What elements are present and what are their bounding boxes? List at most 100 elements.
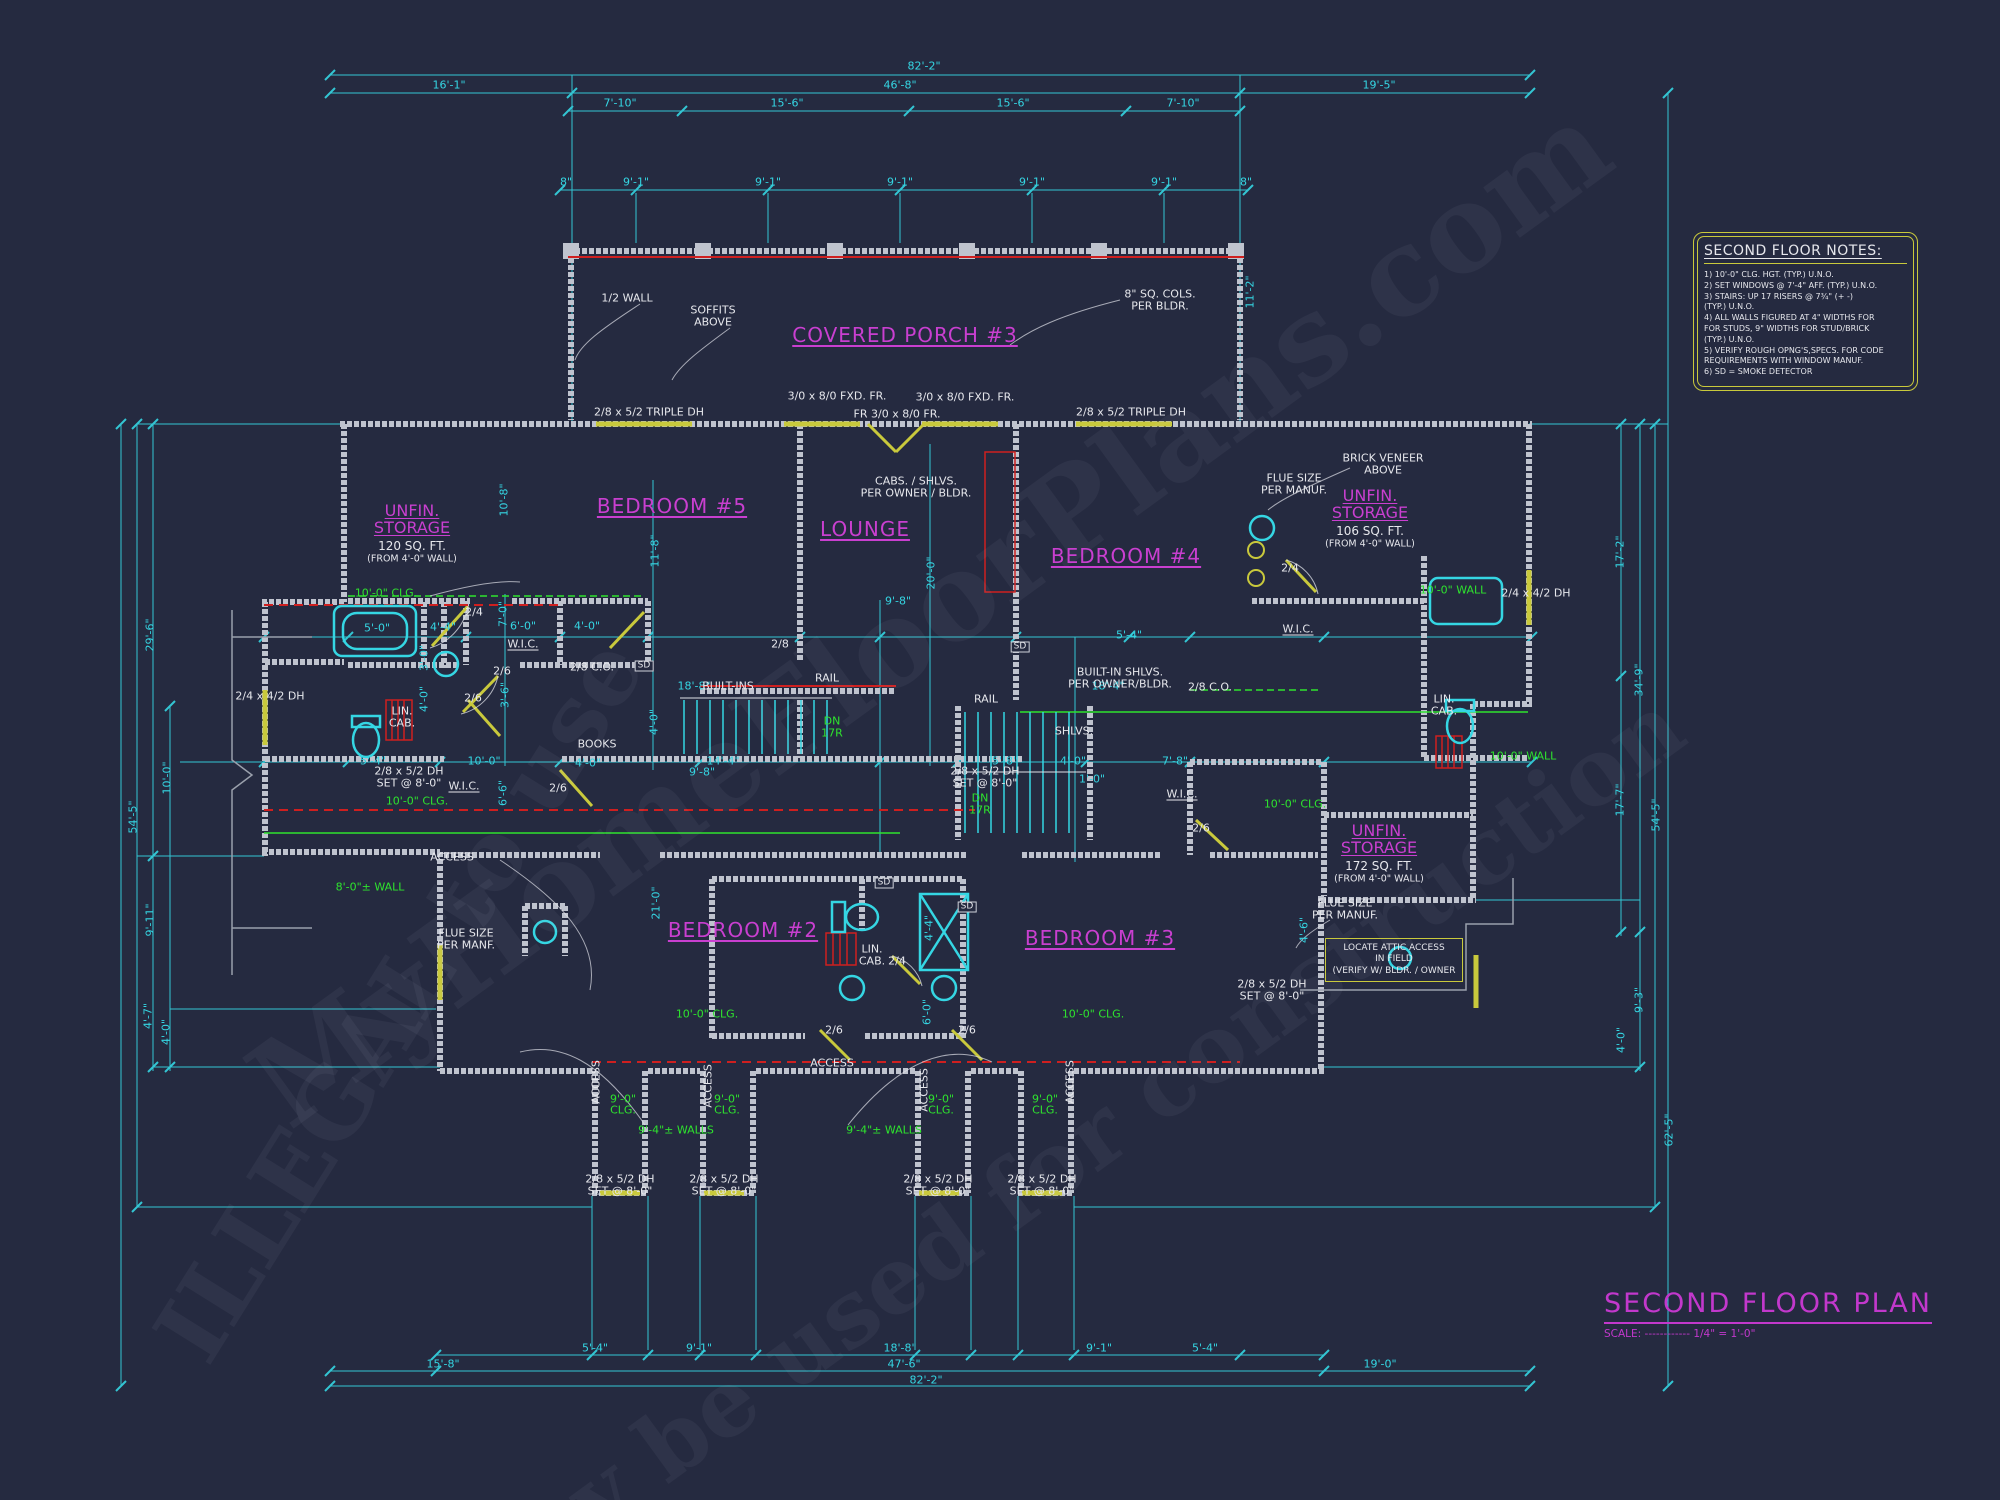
dimension-label: 4'-6" [1297, 916, 1311, 944]
room-label: BEDROOM #5 [596, 494, 748, 518]
dimension-label: 5'-8" [991, 754, 1019, 768]
annotation-label: 2/8 x 5/2 DH [1007, 1172, 1077, 1186]
annotation-label: FLUE SIZE [1266, 471, 1322, 485]
dimension-label: 9'-1" [1085, 1341, 1113, 1355]
annotation-label: 2/4 x 4/2 DH [1501, 586, 1571, 600]
dimension-label: 5'-4" [1191, 1341, 1219, 1355]
room-label: LOUNGE [820, 517, 910, 541]
annotation-label: PER MANUF. [1260, 483, 1328, 497]
second-floor-notes-box: SECOND FLOOR NOTES: 1) 10'-0" CLG. HGT. … [1693, 232, 1918, 391]
room-label: STORAGE [1331, 503, 1409, 522]
dimension-label: 54'-5" [1649, 798, 1663, 832]
dimension-label: 10'-0" [467, 754, 501, 768]
wall-height-label: 10'-0" CLG. [1263, 797, 1327, 811]
dimension-label: 18'-8" [883, 1341, 917, 1355]
smoke-detector-badge: SD [1010, 641, 1030, 653]
dimension-label: 62'-5" [1662, 1113, 1676, 1147]
dimension-label: 3'-6" [498, 681, 512, 709]
annotation-label: 2/6 [464, 691, 482, 705]
dimension-label: 18'-8" [677, 679, 711, 693]
annotation-label: W.I.C. [1166, 787, 1198, 801]
wall-height-label: CLG. [1032, 1103, 1058, 1117]
annotation-label: ACCESS [589, 1060, 603, 1104]
sink-right [1248, 514, 1276, 542]
annotation-label: CAB. [388, 716, 416, 730]
annotation-label: BRICK VENEER [1342, 451, 1424, 465]
annotation-label: SET @ 8'-0" [1239, 989, 1305, 1003]
dimension-label: 6'-0" [509, 619, 537, 633]
annotation-label: LIN. [861, 942, 883, 956]
wall-height-label: 8'-0"± WALL [335, 880, 405, 894]
note-line: FOR STUDS, 9" WIDTHS FOR STUD/BRICK [1704, 323, 1870, 333]
dimension-label: 6'-6" [496, 779, 510, 807]
doors-layer [430, 422, 1318, 1062]
dimension-label: 11'-2" [1243, 275, 1257, 309]
smoke-detector-badge: SD [874, 877, 894, 889]
annotation-label: PER MANF. [436, 938, 496, 952]
dimension-label: 4'-0" [417, 685, 431, 713]
annotation-label: 2/6 [1192, 821, 1210, 835]
dimension-label: 4'-4" [429, 620, 457, 634]
dimension-label: 9'-1" [886, 175, 914, 189]
annotation-label: 2/6 [549, 781, 567, 795]
note-line: (TYP.) U.N.O. [1704, 334, 1755, 344]
sink-left [432, 650, 460, 678]
annotation-label: ABOVE [694, 315, 732, 329]
note-line: 1) 10'-0" CLG. HGT. (TYP.) U.N.O. [1704, 270, 1834, 279]
dimension-label: 4'-7" [141, 1002, 155, 1030]
room-label: BEDROOM #4 [1050, 544, 1202, 568]
annotation-label: 2/8 x 5/2 DH [903, 1172, 973, 1186]
dimension-label: 4'-0" [159, 1018, 173, 1046]
room-area-label: 120 SQ. FT. [378, 539, 446, 553]
flue-right [1387, 945, 1413, 971]
dimension-label: 4'-4" [922, 914, 936, 942]
sink-bath-right [930, 974, 958, 1002]
dimension-label: 4'-0" [574, 756, 602, 770]
dimension-label: 9'-1" [1150, 175, 1178, 189]
wall-height-label: 10'-0" CLG. [675, 1007, 739, 1021]
wall-height-label: CLG. [610, 1103, 636, 1117]
dimension-label: 19'-0" [1363, 1357, 1397, 1371]
dimension-label: 19'-5" [1362, 78, 1396, 92]
flue-circles-yellow [1247, 541, 1265, 587]
gray-contours [231, 610, 1514, 991]
annotation-label: RAIL [814, 671, 840, 685]
dimension-label: 7'-10" [603, 96, 637, 110]
wall-height-label: CLG. [714, 1103, 740, 1117]
annotation-label: W.I.C. [448, 779, 480, 793]
wall-height-label: 10'-0" WALL [1419, 583, 1487, 597]
room-area-label: 172 SQ. FT. [1345, 859, 1413, 873]
dimension-label: 9'-1" [685, 1341, 713, 1355]
annotation-label: ACCESS [701, 1064, 715, 1108]
attic-access-note-box: LOCATE ATTIC ACCESS IN FIELD (VERIFY W/ … [1325, 938, 1463, 982]
dimension-label: 20'-0" [924, 556, 938, 590]
annotation-label: 2/4 x 4/2 DH [235, 689, 305, 703]
dimension-label: 9'-8" [688, 765, 716, 779]
annotation-label: FLUE SIZE [438, 926, 494, 940]
room-label: UNFIN. [1342, 486, 1398, 505]
dimension-label: 4'-0" [1059, 754, 1087, 768]
room-label: UNFIN. [384, 501, 440, 520]
annotation-label: 2/4 [465, 605, 483, 619]
annotation-label: BUILT-IN SHLVS. [1076, 665, 1164, 679]
fixtures-layer [332, 514, 1504, 1002]
dimension-label: 54'-5" [126, 800, 140, 834]
dimension-label: 9'-11" [143, 903, 157, 937]
wall-height-label: 9'-0" [609, 1092, 637, 1106]
note-line: REQUIREMENTS WITH WINDOW MANUF. [1704, 356, 1864, 366]
dimension-label: 3'-0" [417, 644, 431, 672]
room-area-label: (FROM 4'-0" WALL) [367, 553, 457, 565]
room-area-label: 106 SQ. FT. [1336, 524, 1404, 538]
annotation-label: CAB. [1430, 704, 1458, 718]
dimension-label: 5'-4" [359, 754, 387, 768]
dimension-label: 10'-8" [497, 483, 511, 517]
attic-note-line: (VERIFY W/ BLDR. / OWNER [1332, 965, 1456, 976]
dimension-label: 9'-3" [1632, 986, 1646, 1014]
annotation-label: 2/8 x 5/2 TRIPLE DH [1076, 405, 1186, 419]
dimension-label: 7'-0" [496, 600, 510, 628]
annotation-label: CAB. [858, 954, 886, 968]
dimension-label: 15'-6" [770, 96, 804, 110]
